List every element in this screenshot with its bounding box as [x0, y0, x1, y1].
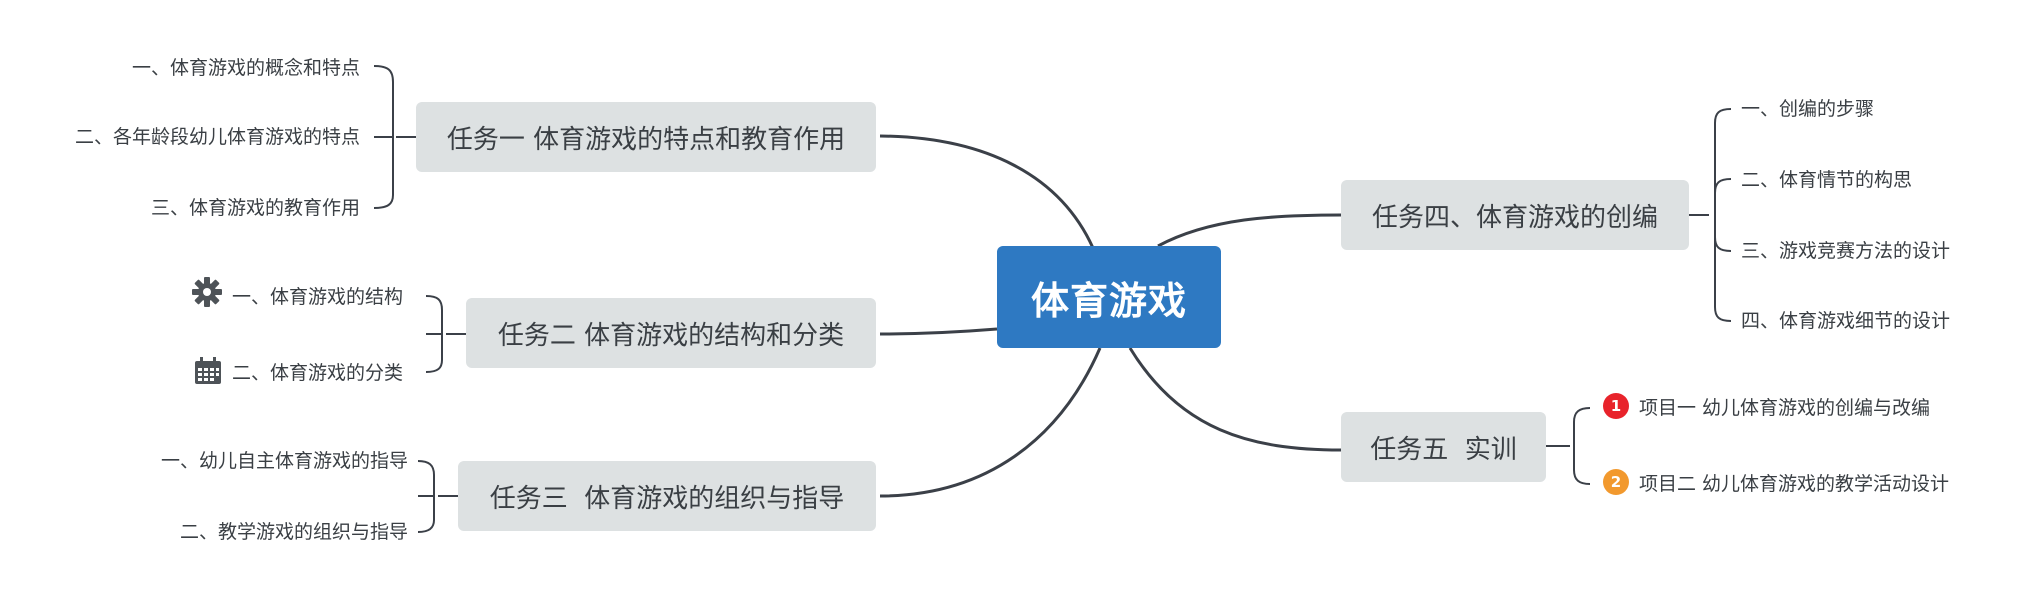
priority-2-icon: 2 [1603, 469, 1629, 495]
priority-1-icon: 1 [1603, 393, 1629, 419]
task-topic-5[interactable]: 任务五 实训 [1341, 412, 1546, 482]
gear-icon [192, 277, 222, 307]
task1-subtopic-1[interactable]: 一、体育游戏的概念和特点 [131, 57, 360, 79]
connector-task4 [1157, 213, 1342, 248]
task-topic-2[interactable]: 任务二 体育游戏的结构和分类 [466, 298, 876, 368]
bracket-task4 [1689, 108, 1732, 322]
task3-subtopic-2[interactable]: 二、教学游戏的组织与指导 [179, 521, 408, 543]
task-topic-3[interactable]: 任务三 体育游戏的组织与指导 [458, 461, 876, 531]
bracket-task1 [373, 65, 416, 209]
task4-subtopic-3[interactable]: 三、游戏竞赛方法的设计 [1741, 240, 1951, 262]
task1-subtopic-3[interactable]: 三、体育游戏的教育作用 [150, 197, 360, 219]
bracket-task2 [425, 295, 466, 373]
task1-subtopic-2[interactable]: 二、各年龄段幼儿体育游戏的特点 [74, 126, 360, 148]
central-topic[interactable]: 体育游戏 [997, 246, 1221, 348]
task4-subtopic-1[interactable]: 一、创编的步骤 [1741, 98, 1875, 120]
task4-subtopic-4[interactable]: 四、体育游戏细节的设计 [1741, 310, 1951, 332]
task4-subtopic-2[interactable]: 二、体育情节的构思 [1741, 169, 1913, 191]
task5-subtopic-1[interactable]: 项目一 幼儿体育游戏的创编与改编 [1639, 397, 1931, 419]
task-topic-4[interactable]: 任务四、体育游戏的创编 [1341, 180, 1689, 250]
connector-task1 [879, 134, 1095, 249]
task2-subtopic-2[interactable]: 二、体育游戏的分类 [232, 362, 404, 384]
bracket-task3 [417, 460, 458, 533]
connector-task3 [879, 347, 1102, 498]
connector-task5 [1128, 347, 1342, 452]
connector-task2 [879, 327, 998, 336]
task3-subtopic-1[interactable]: 一、幼儿自主体育游戏的指导 [160, 450, 408, 472]
task2-subtopic-1[interactable]: 一、体育游戏的结构 [232, 286, 404, 308]
task5-subtopic-2[interactable]: 项目二 幼儿体育游戏的教学活动设计 [1639, 473, 1950, 495]
calendar-icon [195, 357, 221, 384]
task-topic-1[interactable]: 任务一 体育游戏的特点和教育作用 [416, 102, 876, 172]
bracket-task5 [1544, 407, 1591, 485]
